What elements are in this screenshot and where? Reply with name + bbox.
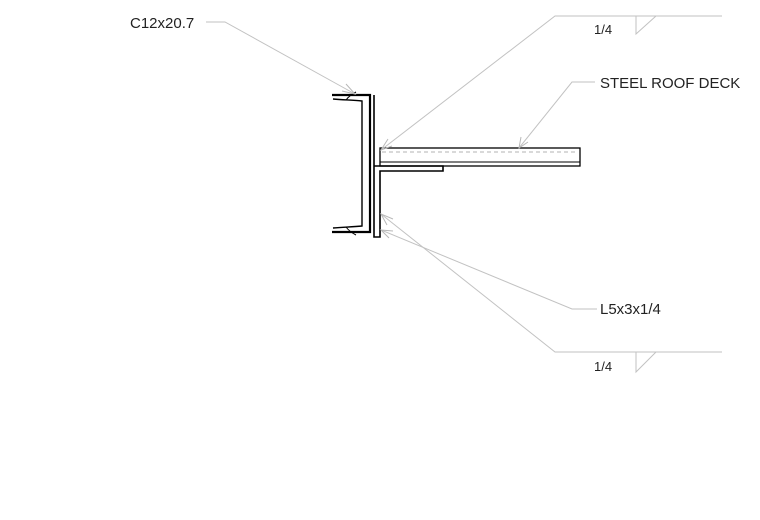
channel-top-flange-tip	[345, 91, 357, 101]
channel-bottom-flange-tip	[345, 226, 357, 236]
channel-callout-leader	[206, 21, 357, 95]
channel-leader-arrowhead	[341, 83, 357, 95]
angle-callout-leader	[379, 229, 597, 310]
channel-leader-line	[206, 21, 356, 95]
top-weld-leader-line	[380, 15, 722, 151]
angle-leader-arrowhead	[379, 229, 394, 239]
deck-label: STEEL ROOF DECK	[600, 75, 740, 92]
channel-section	[332, 91, 372, 236]
deck-leader-line	[518, 81, 595, 149]
channel-label: C12x20.7	[130, 15, 194, 32]
bottom-weld-fillet-symbol	[635, 351, 657, 374]
bottom-weld-arrowhead	[379, 212, 394, 226]
steel-roof-deck	[379, 147, 581, 167]
deck-callout-leader	[518, 81, 595, 150]
angle-label: L5x3x1/4	[600, 301, 661, 318]
angle-leader-line	[380, 229, 597, 310]
top-weld-leader	[379, 15, 722, 151]
top-weld-arrowhead	[379, 138, 393, 151]
bottom-weld-leader-line	[380, 213, 722, 353]
deck-leader-arrowhead	[518, 136, 529, 150]
deck-outline	[379, 147, 581, 167]
channel-outline	[332, 93, 372, 234]
top-weld-size: 1/4	[594, 22, 612, 37]
bottom-weld-leader	[379, 212, 722, 374]
bottom-weld-size: 1/4	[594, 359, 612, 374]
channel-inner-outline	[332, 98, 363, 229]
top-weld-fillet-symbol	[635, 15, 657, 36]
